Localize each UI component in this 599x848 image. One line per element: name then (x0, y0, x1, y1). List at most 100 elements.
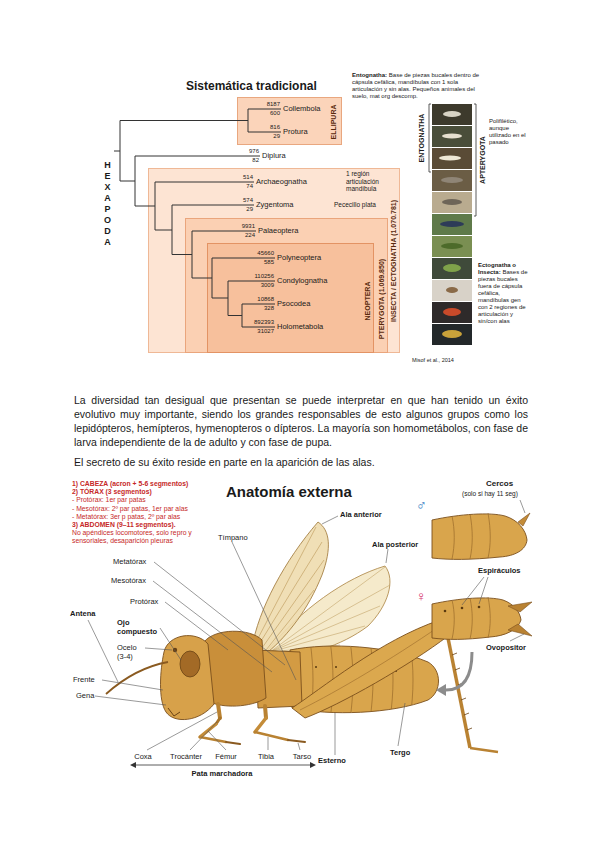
taxon-name: Diplura (262, 151, 286, 160)
taxon-name-block: Holometabola (277, 322, 323, 332)
part-label: Pata marchadora (192, 769, 253, 778)
fore-wing (252, 522, 328, 652)
segment-note: 3) ABDOMEN (9–11 segmentos). (72, 521, 176, 528)
taxon-name: Psocodea (277, 299, 310, 308)
part-label-block: Protórax (130, 597, 158, 606)
tree-branches (114, 109, 281, 327)
note-text-block: 1 región articulación mandíbula (346, 170, 386, 193)
diagram-title: Sistemática tradicional (186, 79, 317, 93)
segment-note-block: - Mesotórax: 2º par patas, 1er par alas (72, 505, 188, 513)
species-count-block: 31027 (257, 328, 274, 335)
male-abdomen-inset (432, 513, 530, 559)
species-count-block: 574 (243, 197, 253, 204)
part-label: Esterno (318, 756, 346, 765)
species-count: 328 (264, 305, 274, 311)
species-count: 74 (246, 183, 253, 189)
segment-note: No apéndices locomotores, solo repro y s… (72, 529, 192, 544)
part-label: Tímpano (218, 533, 248, 542)
body-paragraph: El secreto de su éxito reside en parte e… (74, 456, 375, 468)
group-name: HEXAPODA (104, 160, 111, 247)
insect-photos (432, 104, 472, 345)
leg-span-arrow (130, 762, 316, 768)
part-label: Fémur (215, 752, 237, 761)
taxon-name-block: Zygentoma (256, 200, 294, 210)
part-label: Coxa (134, 752, 152, 761)
segment-note-block: 2) TÓRAX (3 segmentos) (72, 488, 152, 496)
segment-note-block: 3) ABDOMEN (9–11 segmentos). (72, 521, 176, 529)
taxon-name-block: Protura (283, 127, 308, 137)
part-label-block: Ala posterior (372, 540, 418, 549)
part-label: Tibia (258, 752, 274, 761)
species-count-block: 224 (245, 232, 255, 239)
segment-note: - Metatórax: 3er p patas, 2º par alas (72, 513, 180, 520)
bracket (429, 104, 431, 172)
part-label: Gena (76, 691, 94, 700)
part-label-block: Metatórax (113, 557, 146, 566)
part-label: Ojo compuesto (117, 618, 157, 636)
species-count-block: 892393 (254, 319, 274, 326)
taxon-name-block: Collembola (283, 104, 321, 114)
taxon-name: Polyneoptera (277, 253, 321, 262)
species-count: 29 (273, 133, 280, 139)
species-count: 224 (245, 232, 255, 238)
group-name: APTERYGOTA (479, 136, 486, 184)
segment-note: 1) CABEZA (acron + 5-6 segmentos) (72, 480, 188, 487)
note-text-block: Entognatha:Base de piezas bucales dentro… (352, 72, 480, 100)
sex-symbol: ♀ (416, 588, 427, 604)
region-label: INSECTA / ECTOGNATHA (1.070.781) (390, 200, 398, 322)
region-label: NEOPTERA (364, 282, 372, 321)
group-name-block: APTERYGOTA (479, 136, 487, 184)
part-label: Frente (73, 675, 95, 684)
note-text: 1 región articulación mandíbula (346, 170, 379, 192)
part-label-block: Tímpano (218, 533, 248, 542)
species-count: 10868 (257, 296, 274, 302)
female-abdomen-inset (432, 597, 532, 639)
part-label: Mesotórax (111, 576, 146, 585)
part-label-block: Ocelo (3-4) (117, 643, 145, 661)
bracket (474, 104, 476, 216)
species-count-block: 29 (273, 133, 280, 140)
clade-region: INSECTA / ECTOGNATHA (1.070.781)PTERYGOT… (148, 168, 400, 353)
taxon-name-block: Archaeognatha (256, 177, 307, 187)
part-note: (solo si hay 11 seg) (462, 490, 518, 497)
species-count: 31027 (257, 328, 274, 334)
part-label: Ovopositor (486, 643, 526, 652)
part-label-block: Coxa (134, 752, 152, 761)
part-label: Tergo (390, 748, 410, 757)
note-text-block: Polifilético, aunque utilizado en el pas… (489, 118, 531, 146)
species-count: 600 (270, 110, 280, 116)
part-label: Metatórax (113, 557, 146, 566)
clade-region: PTERYGOTA (1.069.850)NEOPTERA (185, 218, 388, 353)
species-count: 976 (249, 148, 259, 154)
head (106, 636, 214, 720)
species-count: 816 (270, 124, 280, 130)
group-name-block: HEXAPODA (103, 160, 112, 248)
species-count-block: 82 (252, 157, 259, 164)
taxon-name: Archaeognatha (256, 177, 307, 186)
species-count-block: 45660 (257, 250, 274, 257)
taxon-name: Palaeoptera (258, 226, 298, 235)
part-label-block: Ojo compuesto (117, 618, 161, 636)
walking-legs (200, 704, 305, 744)
part-label-block: Frente (73, 675, 95, 684)
note-text: Entognatha: (352, 72, 387, 78)
species-count-block: 8187 (267, 101, 280, 108)
species-count-block: 74 (246, 183, 253, 190)
inset-arrow (436, 652, 472, 696)
species-count-block: 816 (270, 124, 280, 131)
species-count-block: 600 (270, 110, 280, 117)
group-name: ENTOGNATHA (418, 114, 425, 163)
part-note-block: (solo si hay 11 seg) (462, 490, 518, 498)
body-paragraph: La diversidad tan desigual que presentan… (74, 394, 528, 448)
species-count: 585 (264, 259, 274, 265)
species-count: 892393 (254, 319, 274, 325)
part-label-block: Ala anterior (340, 510, 382, 519)
species-count: 82 (252, 157, 259, 163)
species-count-block: 976 (249, 148, 259, 155)
part-label: Espiráculos (478, 566, 521, 575)
region-label: ELLIPURA (330, 105, 338, 140)
part-label: Ala posterior (372, 540, 418, 549)
part-label-block: Tibia (258, 752, 274, 761)
part-label: Tarso (293, 752, 311, 761)
segment-note: 2) TÓRAX (3 segmentos) (72, 488, 152, 495)
